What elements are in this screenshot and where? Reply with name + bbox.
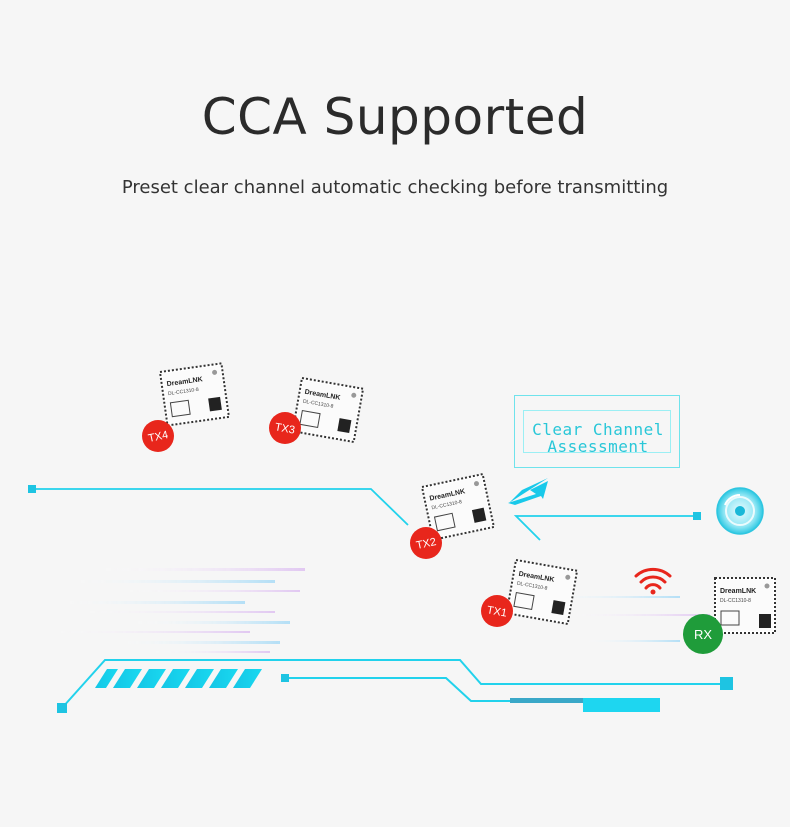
badge-tx4-label: TX4 <box>147 429 169 445</box>
module-model: DL-CC1310-8 <box>720 598 751 604</box>
badge-rx: RX <box>683 614 723 654</box>
badge-tx3-label: TX3 <box>274 421 296 436</box>
badge-rx-label: RX <box>694 627 712 642</box>
cca-label: Clear Channel Assessment <box>515 421 681 455</box>
module-tx4: DreamLNK DL-CC1310-8 <box>158 362 231 427</box>
hatched-bar <box>95 669 262 688</box>
clear-channel-assessment-box: Clear Channel Assessment <box>514 395 680 468</box>
badge-tx2: TX2 <box>410 527 442 559</box>
upper-circuit-line <box>28 485 409 526</box>
wifi-signal-icon <box>634 567 672 595</box>
badge-tx3: TX3 <box>269 412 301 444</box>
module-rx: DreamLNK DL-CC1310-8 <box>714 577 776 634</box>
radar-disc-icon <box>716 487 764 535</box>
page-subtitle: Preset clear channel automatic checking … <box>121 177 669 198</box>
badge-tx2-label: TX2 <box>415 536 437 552</box>
right-circuit-line <box>513 512 701 541</box>
page-title: CCA Supported <box>201 88 589 146</box>
badge-tx1-label: TX1 <box>486 604 508 619</box>
module-tx3: DreamLNK DL-CC1310-8 <box>291 376 365 444</box>
module-brand: DreamLNK <box>166 376 203 388</box>
module-model: DL-CC1310-8 <box>516 581 548 592</box>
badge-tx4: TX4 <box>142 420 174 452</box>
arrow-icon <box>508 478 548 505</box>
module-model: DL-CC1310-8 <box>302 399 334 410</box>
module-tx1: DreamLNK DL-CC1310-8 <box>505 558 579 626</box>
motion-streaks <box>50 568 710 653</box>
lower-circuit-lines <box>57 659 733 713</box>
cca-label-line2: Assessment <box>547 437 649 456</box>
module-brand: DreamLNK <box>720 588 756 595</box>
module-tx2: DreamLNK DL-CC1310-8 <box>420 472 496 542</box>
cca-label-line1: Clear Channel <box>532 420 664 439</box>
badge-tx1: TX1 <box>481 595 513 627</box>
module-model: DL-CC1310-8 <box>168 387 200 397</box>
cca-inner-frame <box>523 410 671 453</box>
